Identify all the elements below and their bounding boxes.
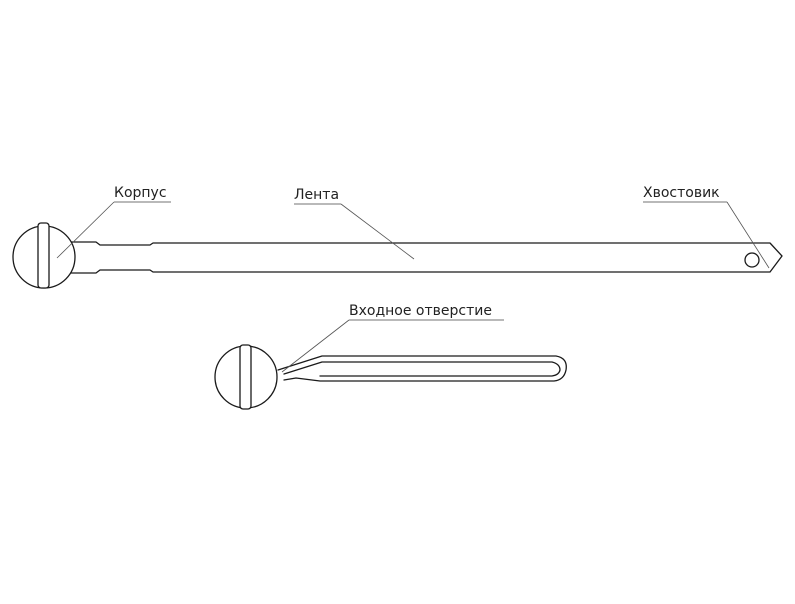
straight-tie (12, 222, 783, 289)
folded-strap (277, 355, 567, 382)
label-khvostovik: Хвостовик (643, 185, 720, 201)
callout-korpus: Корпус (56, 185, 171, 259)
callout-lenta: Лента (294, 187, 415, 260)
leader-vkhodnoe-otverstie (281, 319, 350, 373)
leader-khvostovik (726, 201, 770, 269)
folded-strap-inner (283, 361, 561, 377)
label-lenta: Лента (294, 187, 339, 203)
tail-hole (744, 252, 760, 268)
leader-lenta (340, 203, 415, 260)
folded-head-flange (239, 344, 252, 410)
head-flange (37, 222, 50, 289)
strap-band (67, 241, 783, 274)
label-vkhodnoe-otverstie: Входное отверстие (349, 303, 492, 319)
leader-korpus (56, 201, 115, 259)
callout-vkhodnoe-otverstie: Входное отверстие (281, 303, 504, 373)
label-korpus: Корпус (114, 185, 167, 201)
callout-khvostovik: Хвостовик (643, 185, 770, 269)
folded-tie (214, 344, 567, 410)
